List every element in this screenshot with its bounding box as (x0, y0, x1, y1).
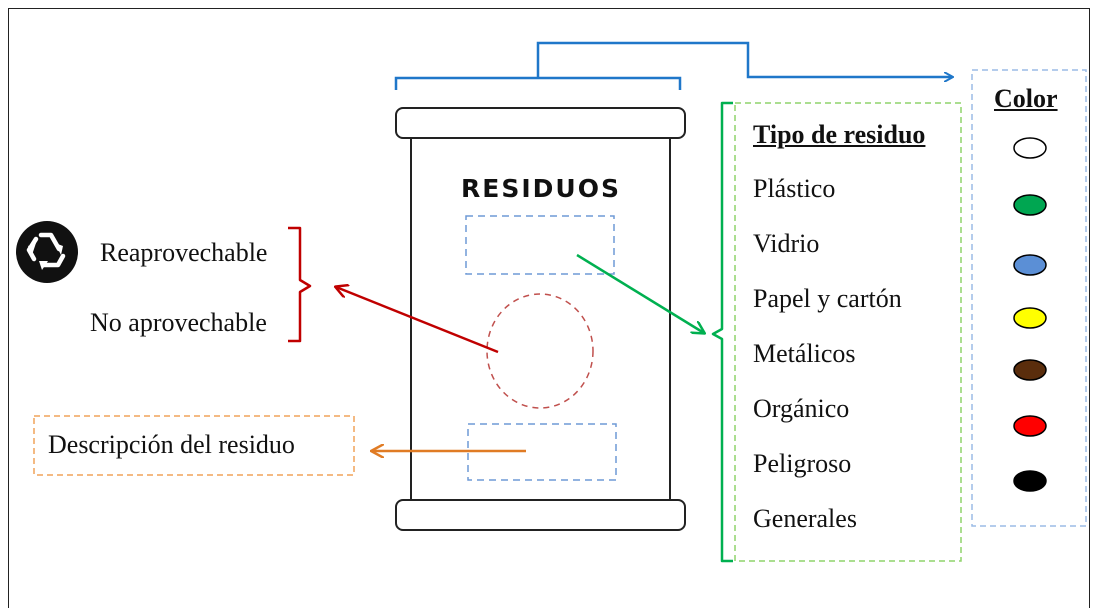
description-box (33, 415, 355, 476)
colors-box (971, 69, 1087, 527)
type-label-placeholder (465, 215, 615, 275)
swatch-green (1013, 194, 1047, 216)
types-box (734, 102, 962, 562)
waste-type-item: Vidrio (753, 229, 820, 258)
bin-lid (395, 107, 686, 139)
description-placeholder (467, 423, 617, 481)
description-label: Descripción del residuo (48, 430, 295, 459)
top-bracket (394, 41, 952, 90)
waste-type-item: Generales (753, 504, 857, 533)
swatch-blue (1013, 254, 1047, 276)
red-arrow (336, 287, 499, 354)
bin-title: RESIDUOS (461, 174, 621, 203)
waste-type-item: Papel y cartón (753, 284, 902, 313)
swatch-red (1013, 415, 1047, 437)
diagram-canvas (16, 41, 1087, 563)
non-recyclable-label: No aprovechable (90, 308, 267, 337)
waste-types-header: Tipo de residuo (753, 120, 926, 149)
color-swatches (1013, 137, 1047, 492)
recycle-icon (16, 221, 78, 283)
green-arrow (576, 253, 704, 333)
types-brace (711, 101, 733, 563)
reuse-brace (288, 226, 312, 343)
waste-type-item: Orgánico (753, 394, 850, 423)
reuse-symbol-placeholder (486, 293, 594, 409)
swatch-brown (1013, 359, 1047, 381)
waste-type-item: Metálicos (753, 339, 856, 368)
color-header: Color (994, 84, 1058, 113)
bin-base (395, 499, 686, 531)
swatch-black (1013, 470, 1047, 492)
waste-type-item: Peligroso (753, 449, 852, 478)
swatch-yellow (1013, 307, 1047, 329)
waste-type-item: Plástico (753, 174, 836, 203)
diagram-frame (8, 8, 1090, 608)
waste-bin (395, 107, 686, 531)
swatch-white (1013, 137, 1047, 159)
recyclable-label: Reaprovechable (100, 238, 268, 267)
